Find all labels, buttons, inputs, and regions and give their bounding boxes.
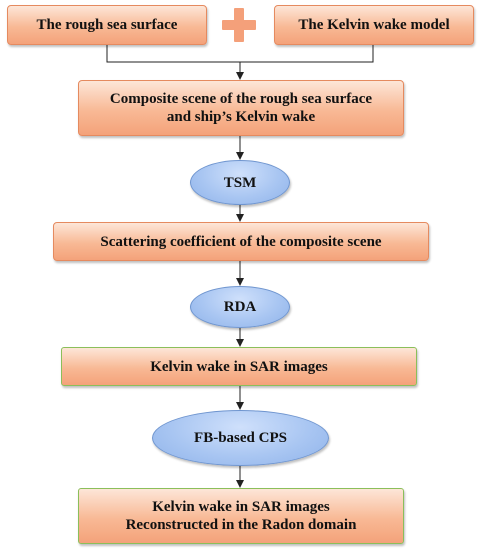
node-final: Kelvin wake in SAR images Reconstructed … xyxy=(78,488,404,544)
node-composite-line2: and ship’s Kelvin wake xyxy=(166,109,316,125)
node-fb-cps-label: FB-based CPS xyxy=(194,430,287,446)
node-tsm: TSM xyxy=(190,160,290,205)
node-rda: RDA xyxy=(190,286,290,328)
node-kelvin-model-label: The Kelvin wake model xyxy=(298,17,450,33)
node-rough-sea-label: The rough sea surface xyxy=(36,17,178,33)
node-scattering: Scattering coefficient of the composite … xyxy=(53,222,429,261)
node-tsm-label: TSM xyxy=(223,174,257,191)
connector-kelvin xyxy=(240,45,374,63)
node-rough-sea: The rough sea surface xyxy=(7,5,207,45)
node-rda-label: RDA xyxy=(223,299,257,315)
node-fb-cps: FB-based CPS xyxy=(152,410,329,466)
node-kelvin-model: The Kelvin wake model xyxy=(274,5,474,45)
connector-sea xyxy=(106,45,240,63)
node-final-line2: Reconstructed in the Radon domain xyxy=(125,517,357,533)
node-sar-label: Kelvin wake in SAR images xyxy=(150,358,328,375)
node-composite-scene: Composite scene of the rough sea surface… xyxy=(78,80,404,136)
plus-icon xyxy=(222,8,256,42)
node-composite-line1: Composite scene of the rough sea surface xyxy=(109,91,373,107)
node-scattering-label: Scattering coefficient of the composite … xyxy=(100,233,382,250)
node-sar: Kelvin wake in SAR images xyxy=(61,347,417,386)
node-final-line1: Kelvin wake in SAR images xyxy=(152,499,330,515)
